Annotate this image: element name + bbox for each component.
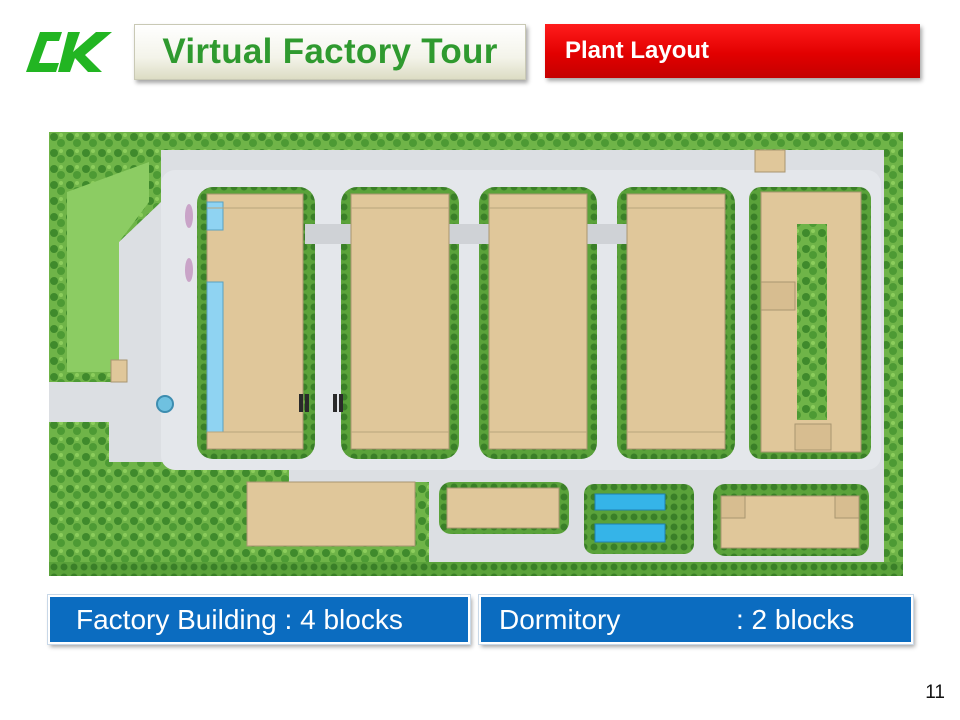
south-building-2 [446, 487, 560, 529]
page-number: 11 [925, 682, 945, 703]
section-label: Plant Layout [545, 24, 920, 78]
ck-logo [26, 32, 112, 72]
dormitory-label: Dormitory [499, 603, 621, 635]
dormitory-count: : 2 blocks [736, 603, 855, 635]
plant-layout-map [49, 132, 903, 576]
gatehouse [754, 149, 786, 173]
landscape-south-edge [49, 562, 903, 576]
factory-block-1-glazing [206, 281, 224, 433]
factory-building-caption: Factory Building : 4 blocks [47, 594, 471, 645]
landscape-east [884, 150, 903, 570]
factory-block-4 [626, 193, 726, 450]
page-title: Virtual Factory Tour [134, 24, 526, 80]
walkway-2 [449, 224, 489, 244]
landscape-west-lawn [67, 162, 149, 372]
walkway-1 [305, 224, 351, 244]
factory-building-label: Factory Building [76, 603, 277, 635]
factory-building-count: : 4 blocks [284, 603, 403, 635]
dormitory-caption: Dormitory : 2 blocks [478, 594, 914, 645]
south-building-1 [246, 481, 416, 547]
pool-1 [594, 493, 666, 511]
guard-house [110, 359, 128, 383]
landscape-west-north [49, 132, 903, 382]
pool-2 [594, 523, 666, 543]
walkway-3 [587, 224, 627, 244]
factory-block-3 [488, 193, 588, 450]
fountain [156, 395, 174, 413]
factory-block-2 [350, 193, 450, 450]
